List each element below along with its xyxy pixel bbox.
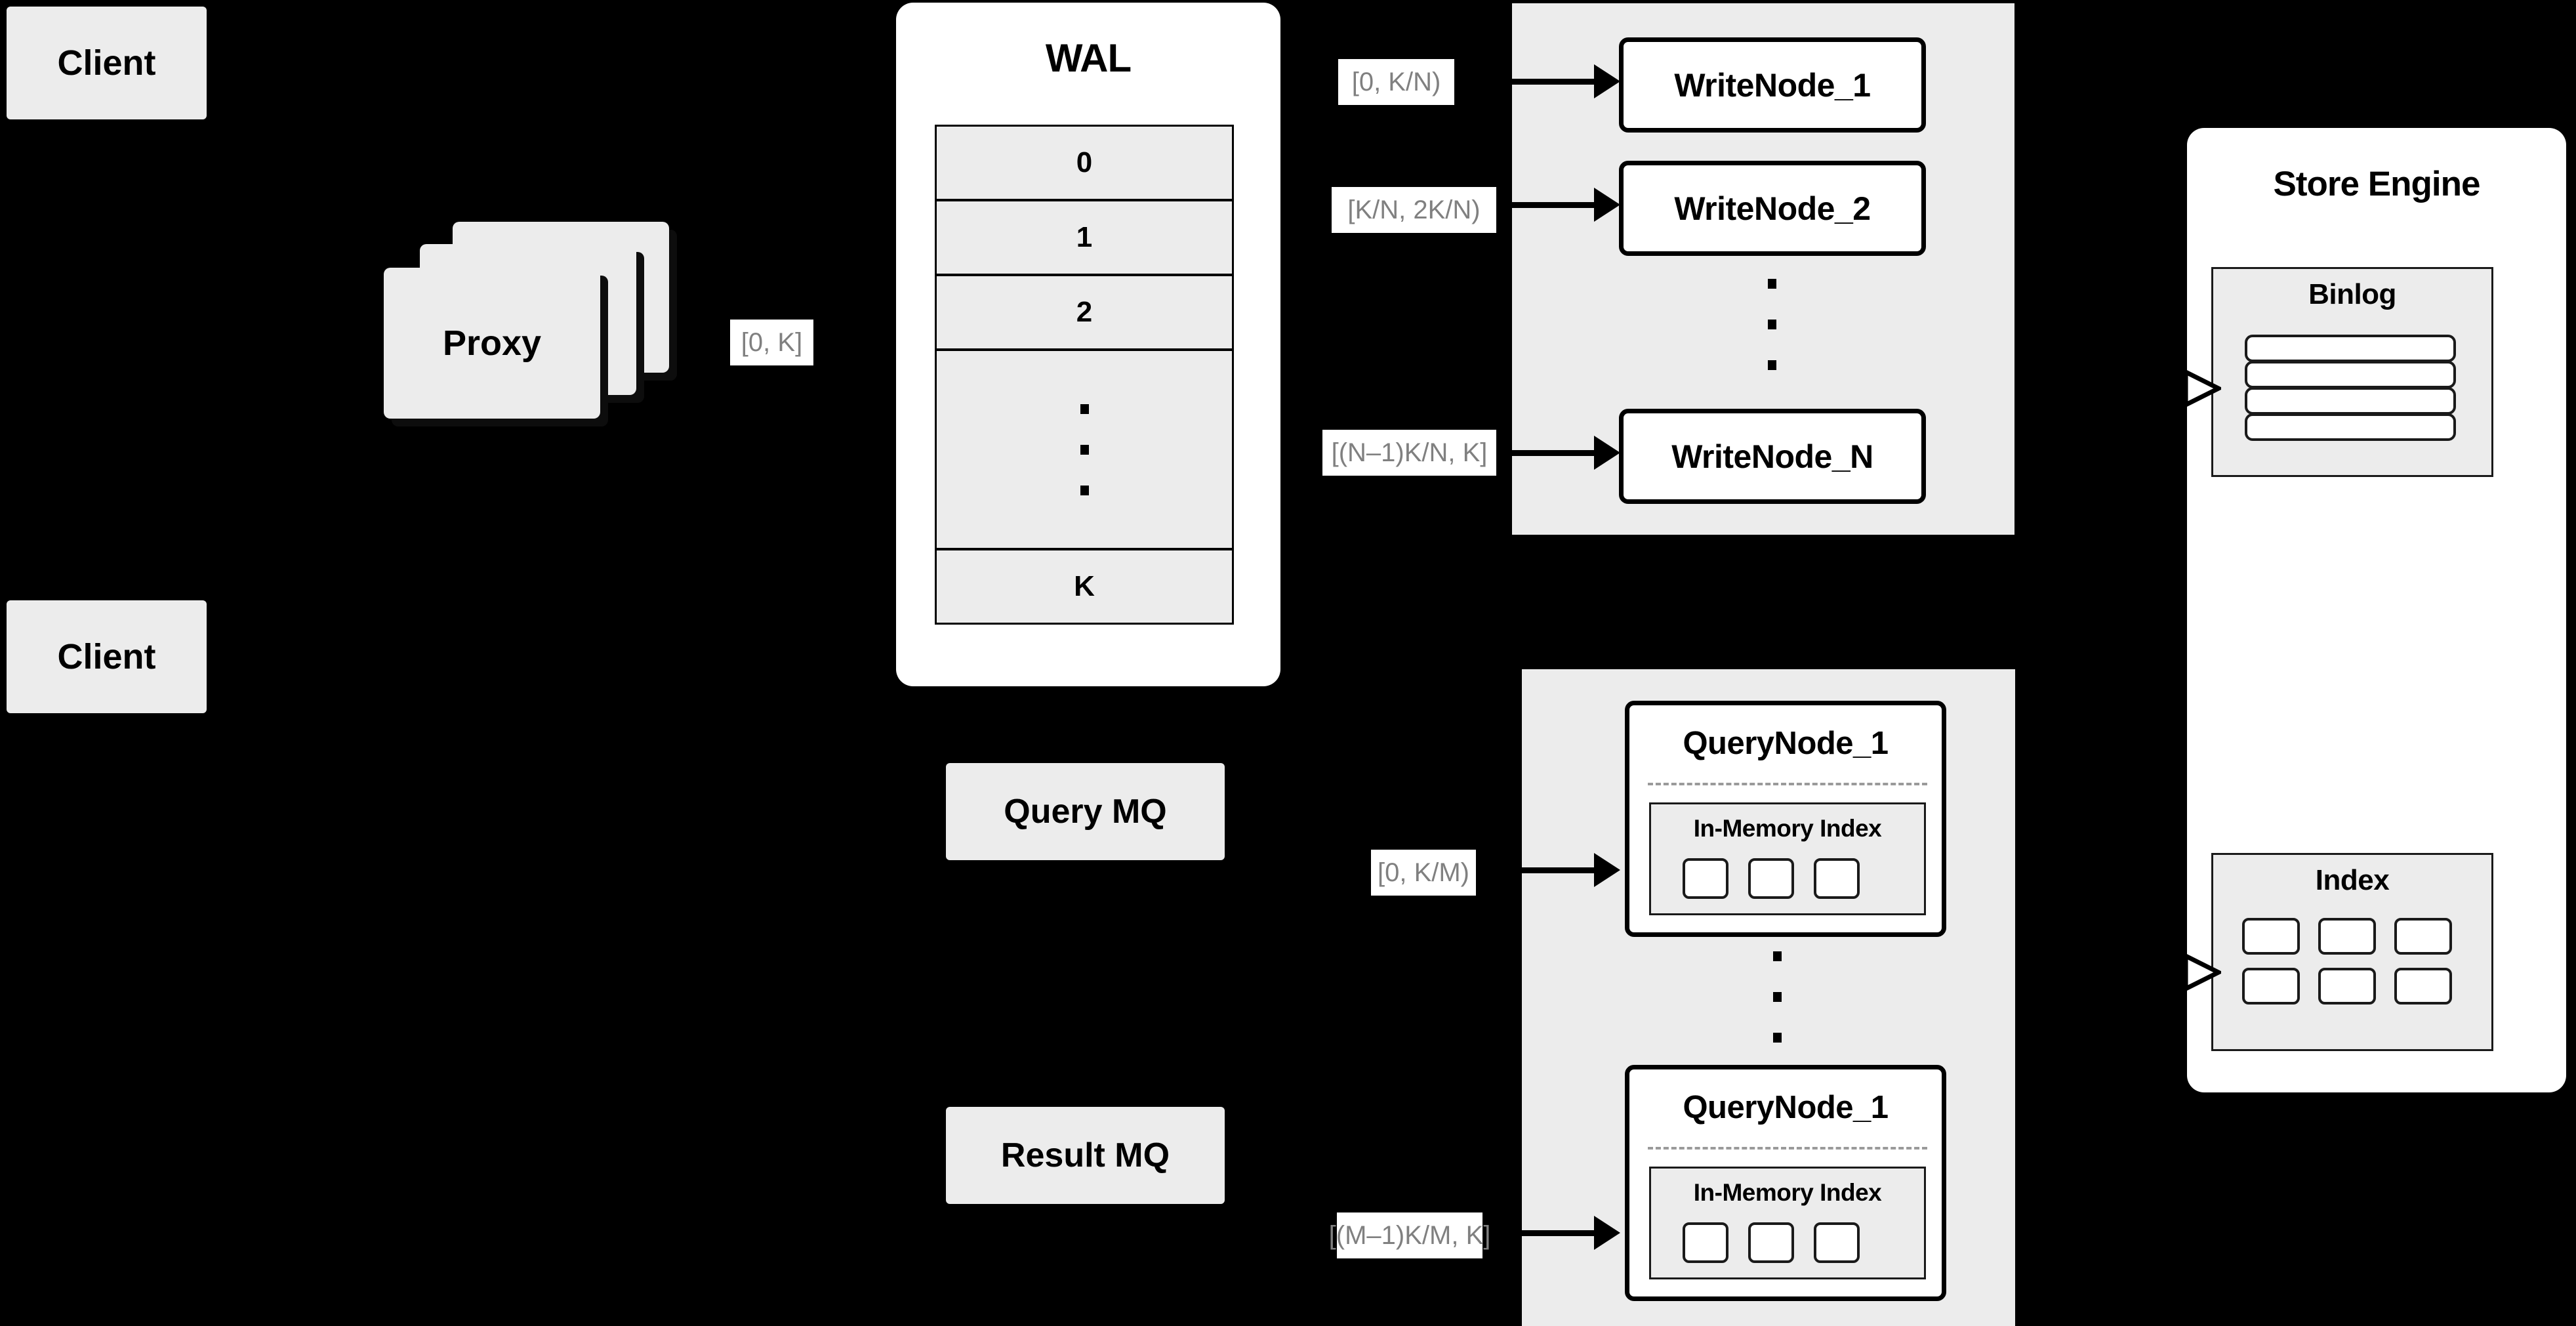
query-node-1-segment-2[interactable] bbox=[1748, 858, 1794, 899]
result-mq-label: Result MQ bbox=[1000, 1136, 1170, 1174]
client-label-2: Client bbox=[57, 637, 156, 676]
index-label: Index bbox=[2315, 864, 2390, 896]
wal-cell-1[interactable]: 1 bbox=[935, 199, 1234, 276]
binlog-row-2[interactable] bbox=[2245, 361, 2456, 388]
binlog-arrow-line bbox=[2145, 386, 2191, 390]
query-node-m-label: QueryNode_1 bbox=[1683, 1090, 1889, 1125]
wal-panel: WAL 0 1 2 K bbox=[896, 3, 1280, 686]
wal-cell-label-1: 1 bbox=[1076, 221, 1093, 253]
query-node-1[interactable]: QueryNode_1 In-Memory Index bbox=[1625, 701, 1946, 937]
wal-ellipsis-dot-1 bbox=[1080, 404, 1089, 414]
query-node-1-divider bbox=[1648, 783, 1927, 785]
proxy-card-front[interactable]: Proxy bbox=[384, 268, 600, 419]
query-node-m-segment-1[interactable] bbox=[1683, 1222, 1728, 1263]
index-arrow-head bbox=[2184, 953, 2221, 991]
binlog-row-3[interactable] bbox=[2245, 387, 2456, 415]
query-node-1-memory-index: In-Memory Index bbox=[1649, 802, 1926, 915]
query-node-m-divider bbox=[1648, 1147, 1927, 1150]
query-ellipsis-dot-1 bbox=[1773, 951, 1782, 961]
write-node-1-range-label: [0, K/N) bbox=[1338, 59, 1454, 105]
index-cell-3[interactable] bbox=[2394, 918, 2452, 955]
wal-ellipsis-dot-3 bbox=[1080, 485, 1089, 495]
query-node-1-segment-1[interactable] bbox=[1683, 858, 1728, 899]
wal-cell-ellipsis bbox=[935, 349, 1234, 550]
query-arrow-m-line bbox=[1509, 1230, 1601, 1236]
query-node-1-memory-index-label: In-Memory Index bbox=[1693, 815, 1882, 842]
binlog-box: Binlog bbox=[2211, 267, 2493, 477]
query-node-ellipsis bbox=[1773, 951, 1782, 1043]
query-mq-label: Query MQ bbox=[1004, 793, 1167, 831]
binlog-label: Binlog bbox=[2308, 278, 2396, 310]
write-arrow-n-line bbox=[1509, 450, 1601, 456]
write-node-n[interactable]: WriteNode_N bbox=[1619, 409, 1926, 504]
store-engine-panel: Store Engine Binlog Index bbox=[2187, 128, 2566, 1092]
result-mq-box[interactable]: Result MQ bbox=[946, 1107, 1225, 1204]
binlog-row-1[interactable] bbox=[2245, 335, 2456, 362]
write-arrow-2-head bbox=[1594, 188, 1620, 222]
wal-cell-label-k: K bbox=[1074, 570, 1095, 602]
wal-cell-0[interactable]: 0 bbox=[935, 125, 1234, 201]
proxy-label: Proxy bbox=[442, 323, 542, 363]
index-cell-1[interactable] bbox=[2242, 918, 2300, 955]
write-arrow-1-head bbox=[1594, 64, 1620, 98]
client-label-1: Client bbox=[57, 43, 156, 83]
query-node-m-range-label: [(M–1)K/M, K] bbox=[1329, 1212, 1490, 1258]
query-ellipsis-dot-3 bbox=[1773, 1033, 1782, 1043]
wal-cell-2[interactable]: 2 bbox=[935, 274, 1234, 350]
write-arrow-2-line bbox=[1509, 202, 1601, 208]
write-ellipsis-dot-3 bbox=[1768, 360, 1776, 370]
query-node-1-label: QueryNode_1 bbox=[1683, 726, 1889, 761]
proxy-range-label: [0, K] bbox=[730, 320, 813, 365]
wal-ellipsis-dot-2 bbox=[1080, 444, 1089, 455]
index-box: Index bbox=[2211, 853, 2493, 1051]
index-arrow-line bbox=[2145, 970, 2191, 974]
index-cell-2[interactable] bbox=[2318, 918, 2376, 955]
write-node-1-label: WriteNode_1 bbox=[1674, 66, 1871, 104]
write-ellipsis-dot-2 bbox=[1768, 320, 1776, 329]
query-node-1-segment-3[interactable] bbox=[1814, 858, 1860, 899]
write-node-2-label: WriteNode_2 bbox=[1674, 190, 1871, 227]
write-arrow-1-line bbox=[1509, 79, 1601, 85]
binlog-row-4[interactable] bbox=[2245, 413, 2456, 441]
wal-cell-label-0: 0 bbox=[1076, 146, 1093, 178]
query-node-m-memory-index: In-Memory Index bbox=[1649, 1167, 1926, 1279]
client-box-2[interactable]: Client bbox=[7, 600, 207, 713]
index-cell-4[interactable] bbox=[2242, 968, 2300, 1005]
wal-cell-k[interactable]: K bbox=[935, 549, 1234, 625]
query-ellipsis-dot-2 bbox=[1773, 992, 1782, 1002]
write-node-n-label: WriteNode_N bbox=[1671, 438, 1873, 475]
query-node-m-segment-3[interactable] bbox=[1814, 1222, 1860, 1263]
write-node-1[interactable]: WriteNode_1 bbox=[1619, 37, 1926, 133]
query-mq-box[interactable]: Query MQ bbox=[946, 763, 1225, 860]
binlog-arrow-head bbox=[2184, 369, 2221, 407]
query-node-1-range-label: [0, K/M) bbox=[1371, 850, 1476, 896]
query-arrow-1-line bbox=[1509, 867, 1601, 873]
write-node-ellipsis bbox=[1768, 279, 1776, 370]
wal-cell-label-2: 2 bbox=[1076, 296, 1093, 328]
query-arrow-1-head bbox=[1594, 853, 1620, 887]
query-node-m-memory-index-label: In-Memory Index bbox=[1693, 1179, 1882, 1206]
client-box-1[interactable]: Client bbox=[7, 7, 207, 119]
write-node-n-range-label: [(N–1)K/N, K] bbox=[1322, 430, 1496, 476]
wal-title: WAL bbox=[1045, 36, 1132, 80]
index-cell-5[interactable] bbox=[2318, 968, 2376, 1005]
write-node-2-range-label: [K/N, 2K/N) bbox=[1332, 187, 1496, 233]
index-cell-6[interactable] bbox=[2394, 968, 2452, 1005]
write-node-2[interactable]: WriteNode_2 bbox=[1619, 161, 1926, 256]
write-ellipsis-dot-1 bbox=[1768, 279, 1776, 289]
query-node-m-segment-2[interactable] bbox=[1748, 1222, 1794, 1263]
query-arrow-m-head bbox=[1594, 1216, 1620, 1250]
query-node-m[interactable]: QueryNode_1 In-Memory Index bbox=[1625, 1065, 1946, 1301]
write-arrow-n-head bbox=[1594, 436, 1620, 470]
store-engine-title: Store Engine bbox=[2273, 165, 2481, 203]
